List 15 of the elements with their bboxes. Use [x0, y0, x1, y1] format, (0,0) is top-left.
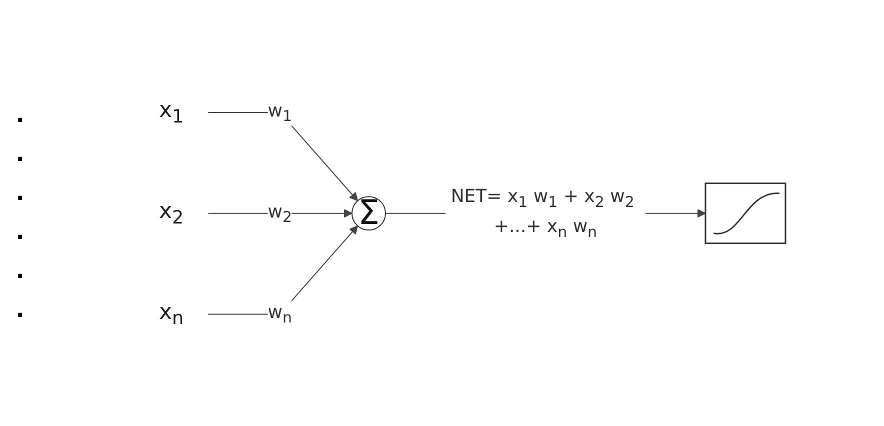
- ellipsis-dot: .: [16, 259, 24, 284]
- edge-label: w$_{1}$: [267, 100, 292, 125]
- edge-label: NET= x$_{1}$ w$_{1}$ + x$_{2}$ w$_{2}$ +...+ x$_{n}$ w$_{n}$: [450, 186, 634, 241]
- ellipsis-dot: .: [16, 298, 24, 323]
- ellipsis-dot: .: [16, 220, 24, 245]
- ellipsis-dot: .: [16, 142, 24, 167]
- ellipsis-dot: .: [16, 181, 24, 206]
- node-text: x$_{n}$: [158, 299, 184, 329]
- edge-label: w$_{n}$: [267, 302, 292, 326]
- ellipsis-dot: .: [16, 103, 24, 128]
- node-picture: [704, 182, 786, 244]
- node-text: x$_{2}$: [158, 198, 184, 228]
- edge-label: w$_{2}$: [267, 200, 292, 226]
- node-circle: Σ: [351, 196, 386, 230]
- node-text: x$_{1}$: [158, 98, 184, 128]
